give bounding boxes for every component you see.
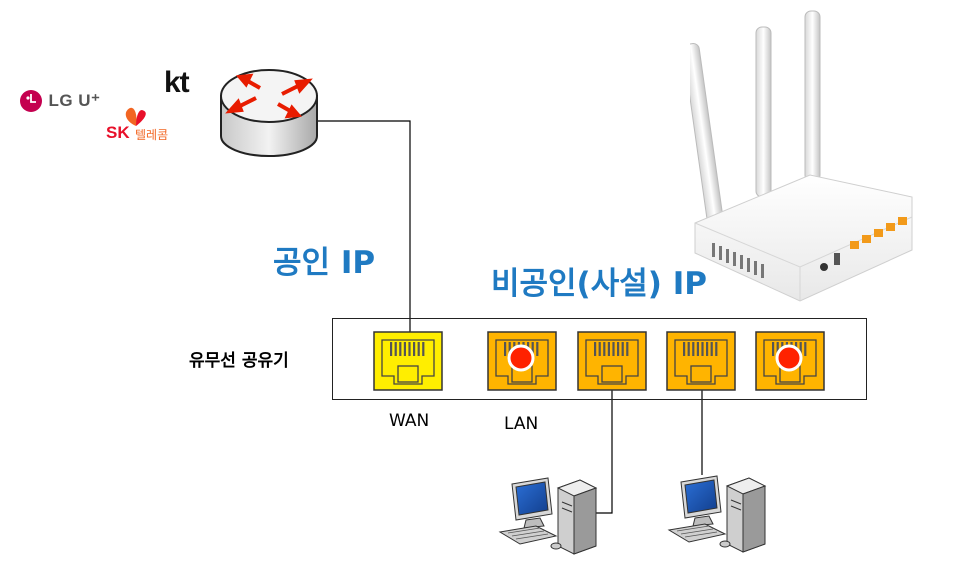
router-label: 유무선 공유기 — [189, 351, 289, 371]
lan-label: LAN — [504, 414, 539, 434]
sk-sub-text: 텔레콤 — [135, 128, 169, 142]
tower — [725, 477, 767, 553]
public-ip-label: 공인 IP — [273, 245, 376, 281]
lg-uplus-logo: LG U⁺ — [18, 88, 101, 114]
private-ip-label: 비공인(사설) IP — [491, 266, 707, 302]
computer-icon — [667, 475, 767, 553]
lan-port — [577, 331, 647, 391]
lg-logo-icon — [20, 90, 42, 112]
computer-icon — [498, 477, 598, 555]
lg-uplus-text: LG U⁺ — [48, 91, 101, 110]
lan-port — [487, 331, 557, 391]
lan-port — [666, 331, 736, 391]
lan-to-pc1-line — [596, 380, 613, 514]
wan-label: WAN — [389, 411, 430, 431]
isp-router-icon — [220, 69, 318, 157]
kt-logo: kt — [164, 66, 190, 99]
router-box — [332, 318, 867, 400]
isp-to-wan-line — [316, 120, 411, 335]
tower — [556, 479, 598, 555]
sk-telecom-logo: SK 텔레콤 — [106, 104, 196, 144]
wan-port — [373, 331, 443, 391]
wireless-router-image — [690, 10, 913, 302]
sk-butterfly-icon — [125, 107, 146, 126]
lan-port — [755, 331, 825, 391]
sk-text: SK — [106, 123, 130, 142]
